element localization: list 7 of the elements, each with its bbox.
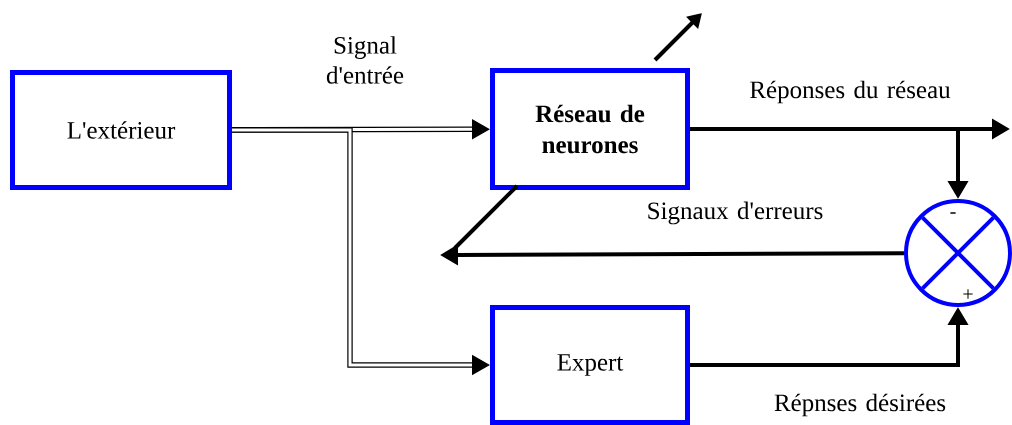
edge-label: Signaux d'erreurs: [648, 201, 823, 225]
process-box: L'extérieur: [10, 70, 232, 190]
edge-label: Répnses désirées: [774, 393, 946, 417]
edge-label: Signal d'entrée: [326, 36, 404, 84]
edge-label: Réponses du réseau: [750, 80, 951, 104]
process-box: Réseau de neurones: [490, 68, 690, 190]
process-box: Expert: [490, 305, 690, 425]
